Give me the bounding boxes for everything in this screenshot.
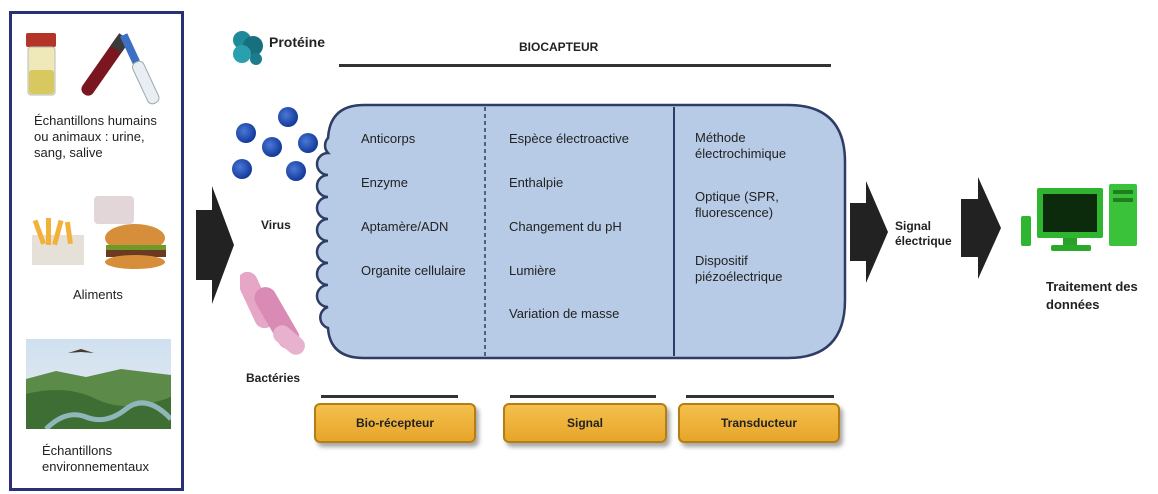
environment-samples-label: Échantillons environnementaux [42, 443, 149, 474]
food-image [32, 196, 166, 269]
signal-item: Espèce électroactive [509, 131, 629, 146]
output-arrow-icon [850, 181, 888, 283]
virus-icon [232, 107, 318, 181]
food-label: Aliments [73, 287, 123, 302]
sample-panel [9, 11, 184, 491]
signal-item: Enthalpie [509, 175, 564, 190]
computer-icon [1021, 184, 1137, 251]
bioreceptor-button: Bio-récepteur [314, 403, 476, 443]
bacteria-label: Bactéries [246, 371, 301, 385]
bioreceptor-item: Enzyme [361, 175, 408, 190]
protein-icon [233, 31, 263, 65]
data-processing-label: Traitement des données [1046, 279, 1138, 312]
signal-item: Changement du pH [509, 219, 622, 234]
protein-label: Protéine [269, 34, 326, 50]
bioreceptor-item: Organite cellulaire [361, 263, 466, 278]
transducer-item: Optique (SPR, fluorescence) [695, 189, 779, 220]
signal-button: Signal [503, 403, 667, 443]
biosensor-title-bar [339, 64, 831, 67]
bioreceptor-item: Anticorps [361, 131, 416, 146]
processing-arrow-icon [961, 177, 1001, 279]
bioreceptor-item: Aptamère/ADN [361, 219, 449, 234]
signal-item: Lumière [509, 263, 556, 278]
input-arrow-icon [196, 186, 234, 304]
signal-bar [510, 395, 656, 398]
virus-label: Virus [261, 218, 291, 232]
transducer-bar [686, 395, 834, 398]
transducer-item: Dispositif piézoélectrique [695, 253, 783, 284]
electric-signal-label: Signal électrique [895, 219, 952, 248]
signal-item: Variation de masse [509, 306, 620, 321]
transducer-item: Méthode électrochimique [695, 130, 787, 161]
biosensor-title: BIOCAPTEUR [519, 40, 599, 54]
bioreceptor-bar [321, 395, 458, 398]
human-samples-label: Échantillons humains ou animaux : urine,… [34, 113, 157, 160]
biosensor-body [315, 103, 847, 360]
environment-image [26, 339, 171, 429]
sample-tubes-image [26, 33, 160, 105]
bacteria-icon [240, 271, 305, 355]
transducer-button: Transducteur [678, 403, 840, 443]
